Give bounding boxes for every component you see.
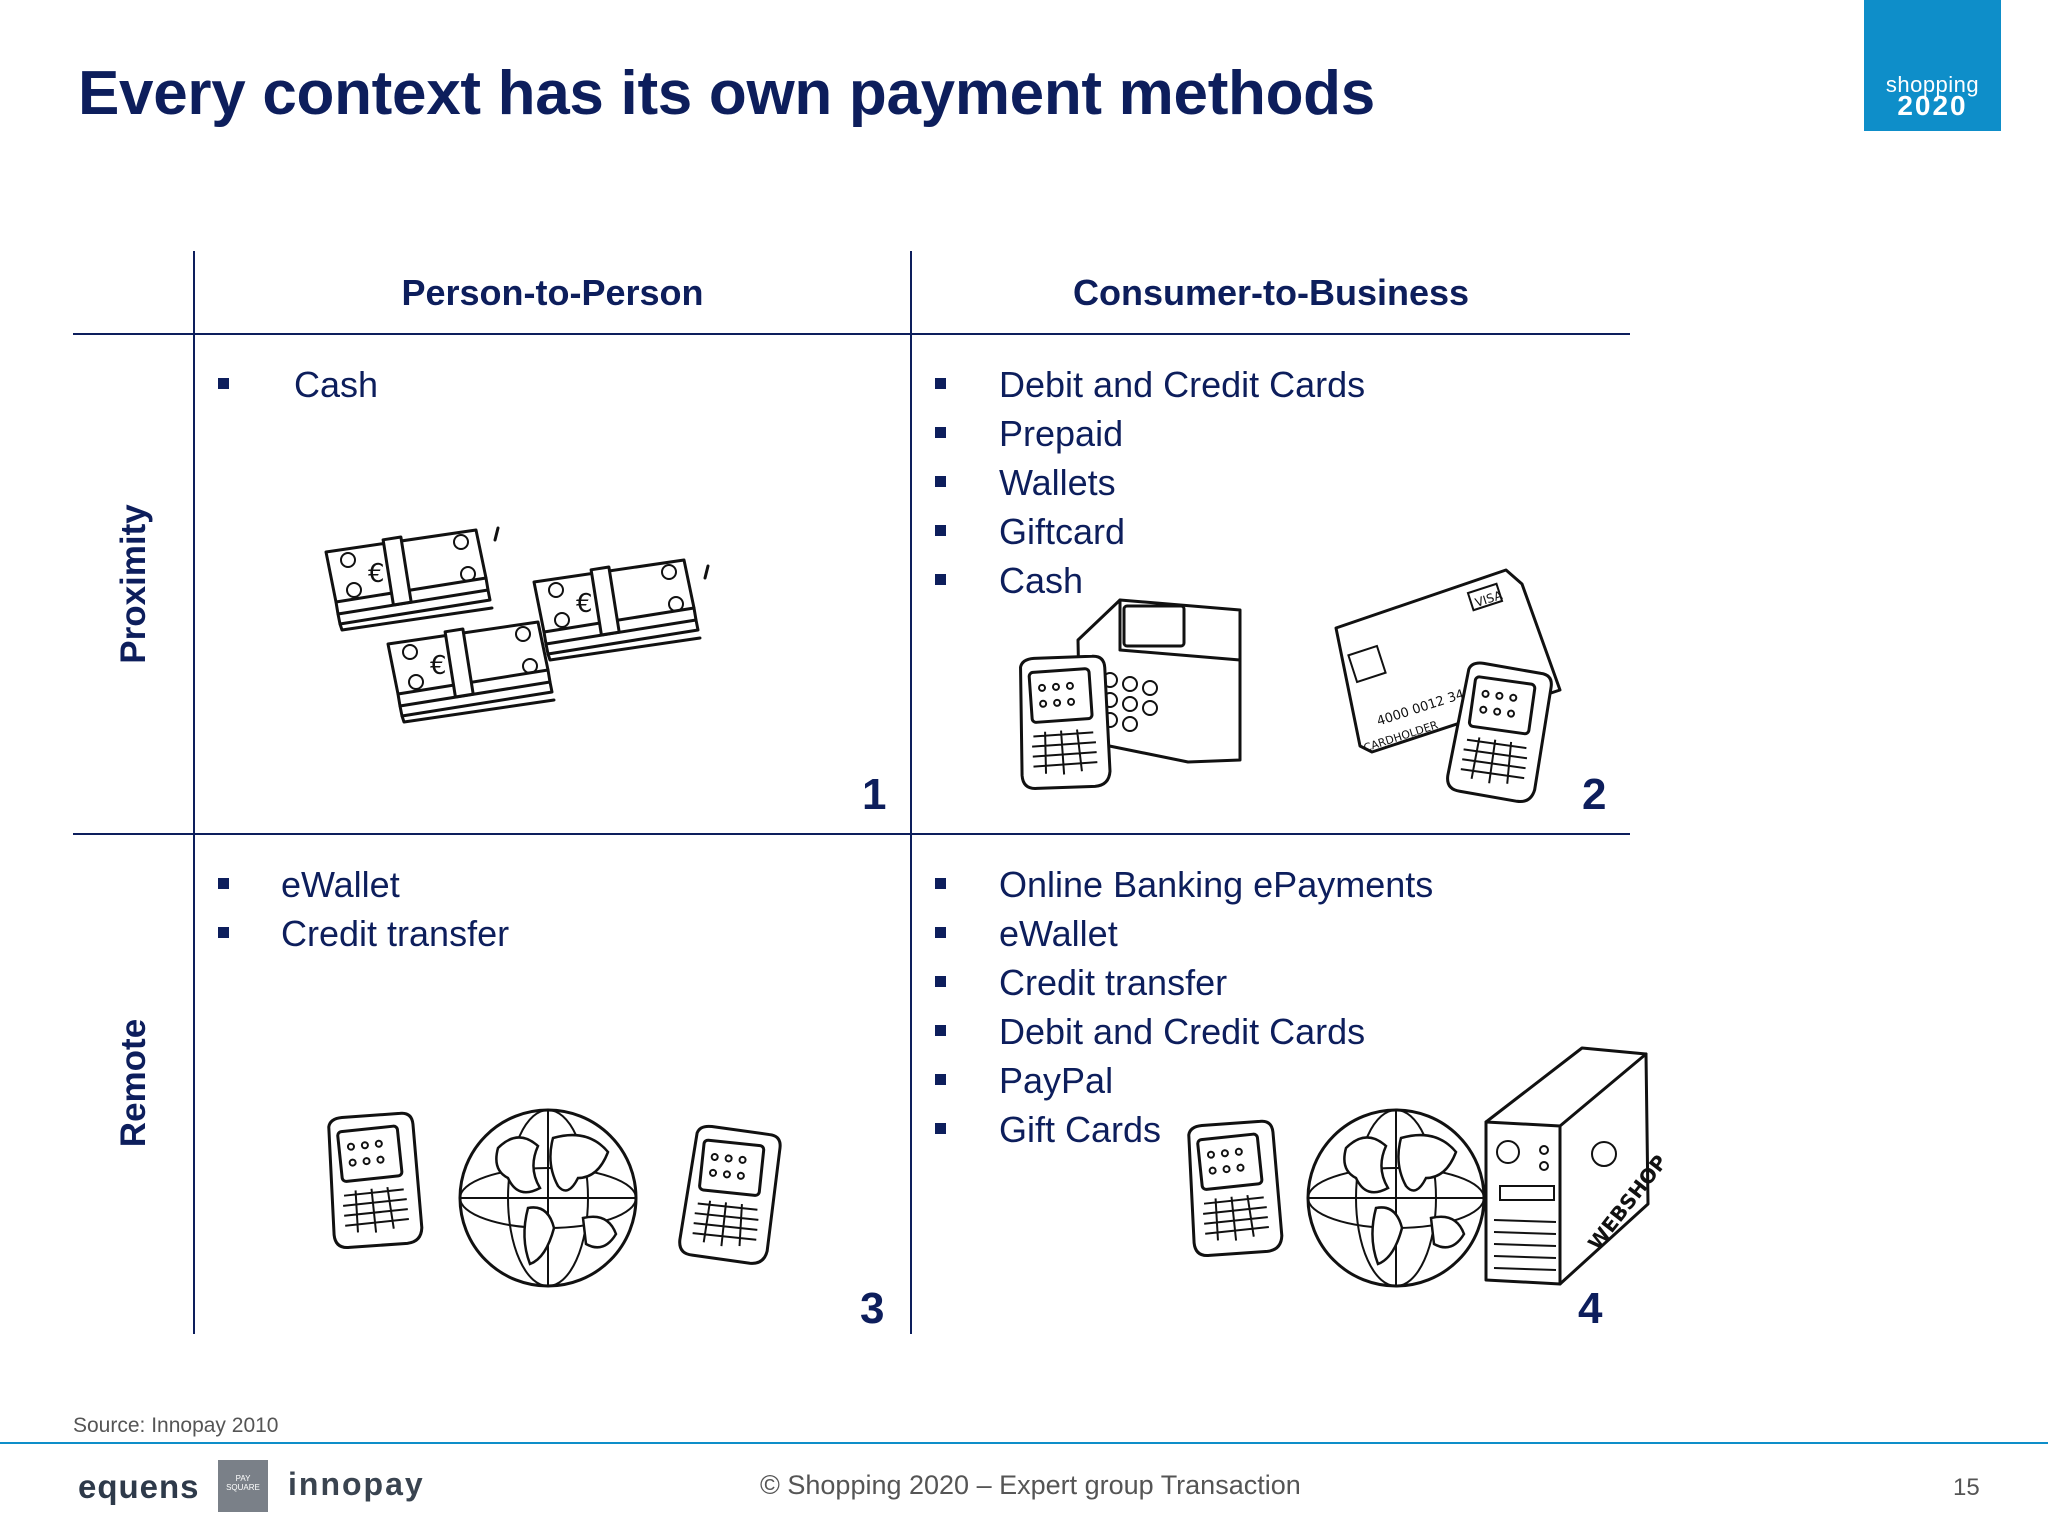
list-item: eWallet [218, 860, 509, 909]
equens-logo: equens [78, 1468, 200, 1505]
pos-terminal-illustration [1076, 598, 1242, 764]
footer-divider [0, 1442, 2048, 1444]
quadrant-number-3: 3 [860, 1284, 885, 1333]
mobile-phone-icon [1180, 1116, 1287, 1261]
cash-stack-illustration [324, 526, 710, 724]
list-item: PayPal [935, 1056, 1433, 1105]
logo-text-2020: 2020 [1897, 90, 1968, 121]
grid-hline-top [73, 333, 1630, 335]
grid-vline-middle [910, 251, 912, 1334]
bullet-icon [935, 878, 946, 889]
bullet-icon [935, 1074, 946, 1085]
mobile-phone-icon [676, 1122, 783, 1267]
list-item: Debit and Credit Cards [935, 1007, 1433, 1056]
bullet-icon [935, 574, 946, 585]
logo-text-shopping: shopping [1885, 72, 1980, 97]
bullet-icon [935, 525, 946, 536]
globe-icon [1306, 1108, 1486, 1288]
bullet-icon [935, 1025, 946, 1036]
source-note: Source: Innopay 2010 [73, 1414, 279, 1437]
list-item: Credit transfer [218, 909, 509, 958]
list-item: Credit transfer [935, 958, 1433, 1007]
quadrant-number-1: 1 [862, 770, 887, 819]
globe-icon [458, 1108, 638, 1288]
quadrant-number-4: 4 [1578, 1284, 1603, 1333]
paysquare-logo: PAY SQUARE [218, 1460, 268, 1512]
quadrant-number-2: 2 [1582, 770, 1607, 819]
list-item: Cash [218, 360, 378, 409]
grid-hline-middle [73, 833, 1630, 835]
list-item: eWallet [935, 909, 1433, 958]
footer-copyright: © Shopping 2020 – Expert group Transacti… [760, 1470, 1301, 1500]
mobile-phone-icon [320, 1108, 427, 1253]
grid-vline-left [193, 251, 195, 1334]
quadrant-3-list: eWallet Credit transfer [218, 860, 509, 958]
webshop-server-illustration: WEBSHOP [1484, 1046, 1672, 1286]
column-header-consumer-to-business: Consumer-to-Business [1072, 272, 1470, 313]
quadrant-4-list: Online Banking ePayments eWallet Credit … [935, 860, 1433, 1154]
bullet-icon [218, 378, 229, 389]
page-number: 15 [1953, 1474, 1980, 1501]
slide-title: Every context has its own payment method… [78, 59, 1375, 128]
bullet-icon [218, 878, 229, 889]
bullet-icon [218, 927, 229, 938]
quadrant-2-list: Debit and Credit Cards Prepaid Wallets G… [935, 360, 1365, 605]
list-item: Wallets [935, 458, 1365, 507]
mobile-phone-icon [1012, 651, 1115, 793]
list-item: Debit and Credit Cards [935, 360, 1365, 409]
list-item: Online Banking ePayments [935, 860, 1433, 909]
bullet-icon [935, 378, 946, 389]
list-item: Prepaid [935, 409, 1365, 458]
shopping-2020-logo: shopping 2020 [1864, 0, 2001, 131]
list-item: Cash [935, 556, 1365, 605]
bullet-icon [935, 927, 946, 938]
column-header-person-to-person: Person-to-Person [401, 272, 704, 313]
innopay-logo: innopay [288, 1466, 425, 1502]
list-item: Giftcard [935, 507, 1365, 556]
quadrant-1-list: Cash [218, 360, 378, 409]
bullet-icon [935, 1123, 946, 1134]
list-item: Gift Cards [935, 1105, 1433, 1154]
bullet-icon [935, 476, 946, 487]
bullet-icon [935, 427, 946, 438]
bullet-icon [935, 976, 946, 987]
